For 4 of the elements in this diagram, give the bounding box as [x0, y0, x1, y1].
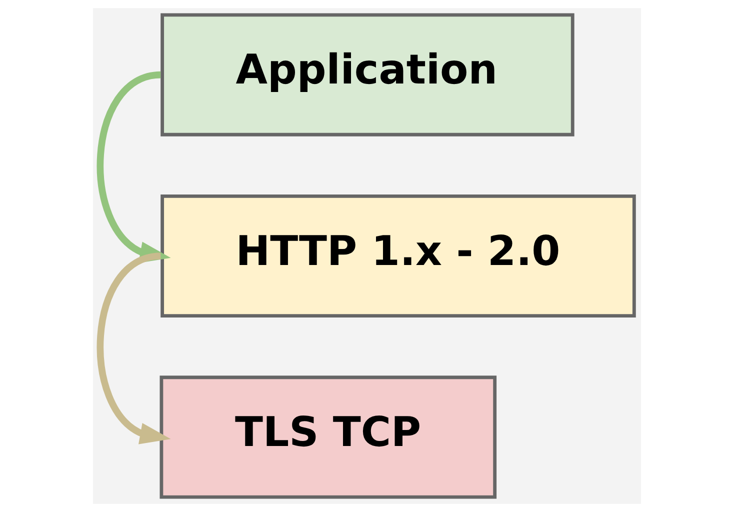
node-box: HTTP 1.x - 2.0	[160, 194, 636, 318]
arrow	[96, 252, 170, 444]
node-box: Application	[160, 13, 574, 136]
node-box: TLS TCP	[159, 376, 496, 499]
